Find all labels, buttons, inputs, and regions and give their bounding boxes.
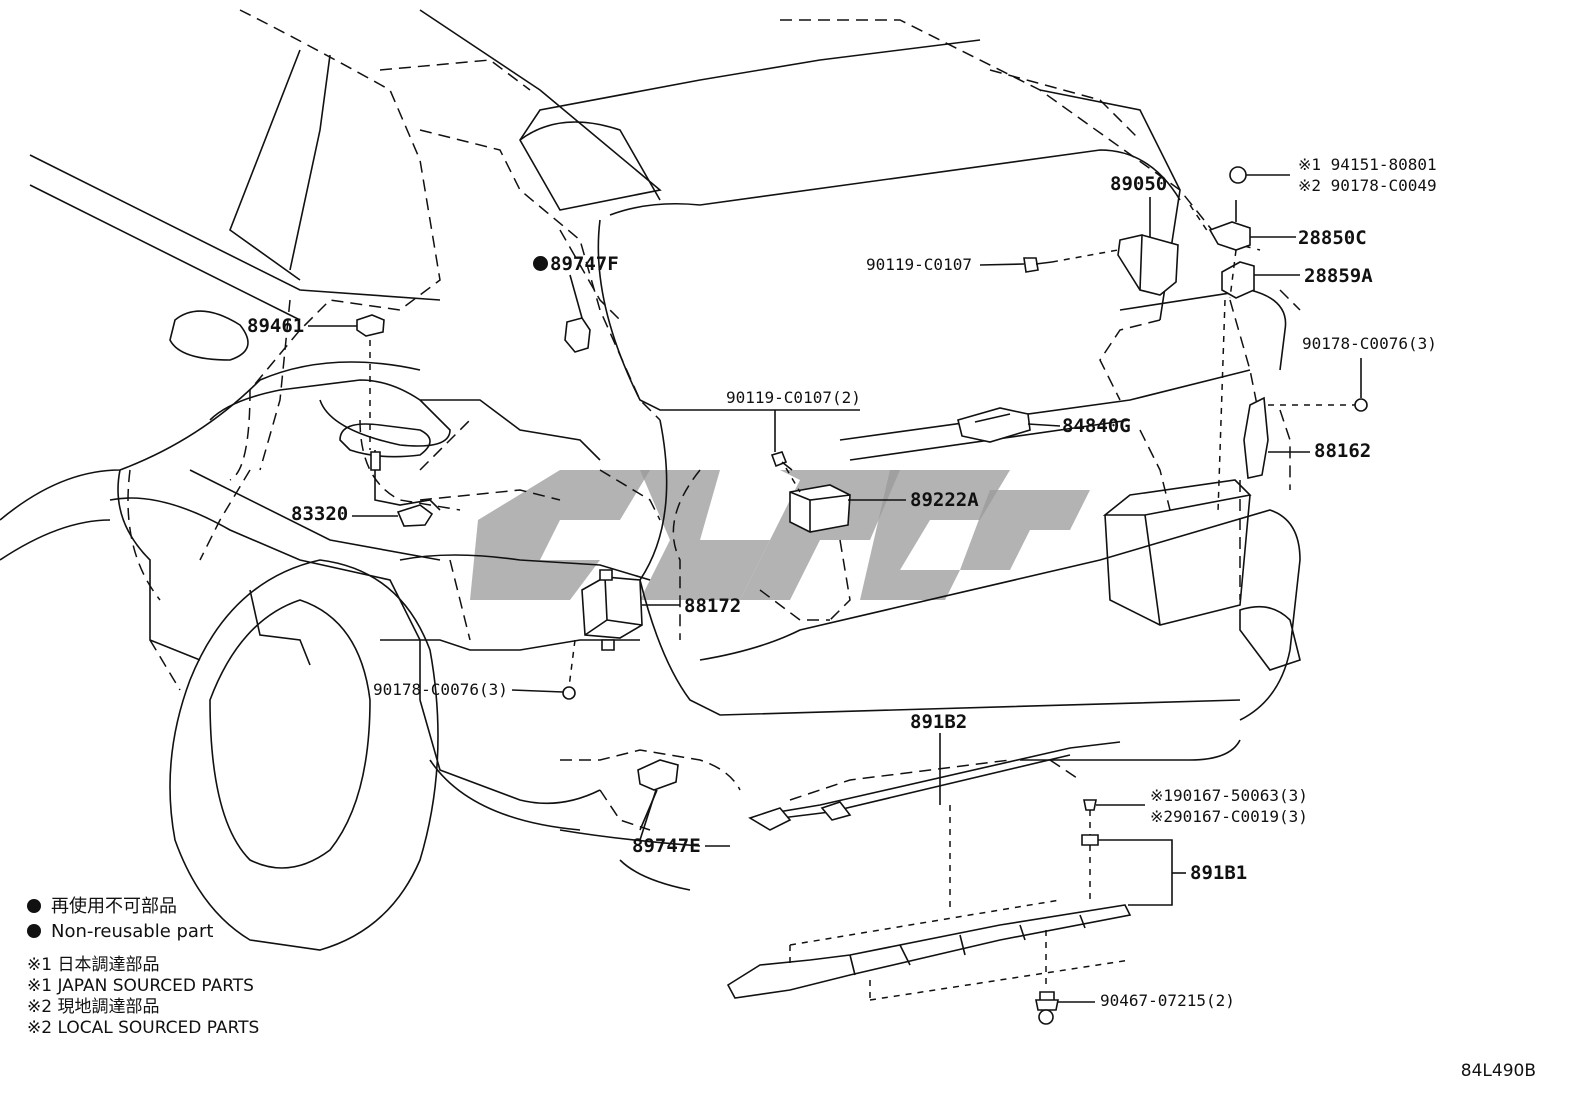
- label-94151-80801[interactable]: ※1 94151-80801: [1298, 155, 1437, 174]
- label-83320[interactable]: 83320: [291, 503, 349, 525]
- parts-shapes: [356, 166, 1368, 1025]
- label-88172[interactable]: 88172: [684, 595, 742, 617]
- label-891B2[interactable]: 891B2: [910, 711, 968, 733]
- label-90167-C0019[interactable]: ※290167-C0019(3): [1150, 807, 1308, 826]
- non-reusable-dot-icon: [533, 256, 548, 271]
- legend-dot-icon: [27, 924, 41, 938]
- legend-dot-icon: [27, 899, 41, 913]
- assembly-guide-lines: [369, 204, 1355, 1001]
- label-90467-07215[interactable]: 90467-07215(2): [1100, 991, 1235, 1010]
- label-28850C[interactable]: 28850C: [1298, 227, 1367, 249]
- label-90178-C0049[interactable]: ※2 90178-C0049: [1298, 176, 1437, 195]
- label-89747E[interactable]: 89747E: [632, 835, 701, 857]
- dashed-body-outline: [127, 9, 1301, 831]
- label-89222A[interactable]: 89222A: [910, 489, 979, 511]
- legend-note1-en: ※1 JAPAN SOURCED PARTS: [27, 976, 254, 996]
- legend-text: Non-reusable part: [51, 921, 214, 942]
- legend-note2-en: ※2 LOCAL SOURCED PARTS: [27, 1018, 260, 1038]
- legend-non-reusable-jp: 再使用不可部品: [27, 898, 177, 916]
- label-89050[interactable]: 89050: [1110, 173, 1168, 195]
- label-891B1[interactable]: 891B1: [1190, 862, 1248, 884]
- label-89747F[interactable]: 89747F: [533, 255, 619, 274]
- legend-text: 再使用不可部品: [51, 896, 177, 917]
- label-28859A[interactable]: 28859A: [1304, 265, 1373, 287]
- label-84840G[interactable]: 84840G: [1062, 415, 1131, 437]
- label-90178-C0076-left[interactable]: 90178-C0076(3): [373, 680, 508, 699]
- drawing-code: 84L490B: [1460, 1061, 1536, 1081]
- label-89461[interactable]: 89461: [247, 315, 305, 337]
- watermark-logo: [470, 470, 1090, 600]
- label-90178-C0076-right[interactable]: 90178-C0076(3): [1302, 334, 1437, 353]
- legend-note2-jp: ※2 現地調達部品: [27, 997, 160, 1017]
- legend-non-reusable-en: Non-reusable part: [27, 923, 213, 941]
- label-90119-C0107[interactable]: 90119-C0107: [866, 255, 972, 274]
- label-88162[interactable]: 88162: [1314, 440, 1372, 462]
- legend-note1-jp: ※1 日本調達部品: [27, 955, 160, 975]
- leader-lines: [308, 174, 1362, 1003]
- car-body: [0, 9, 1301, 951]
- label-89747F-text: 89747F: [550, 253, 619, 275]
- label-90119-C0107-2[interactable]: 90119-C0107(2): [726, 388, 861, 407]
- label-90167-50063[interactable]: ※190167-50063(3): [1150, 786, 1308, 805]
